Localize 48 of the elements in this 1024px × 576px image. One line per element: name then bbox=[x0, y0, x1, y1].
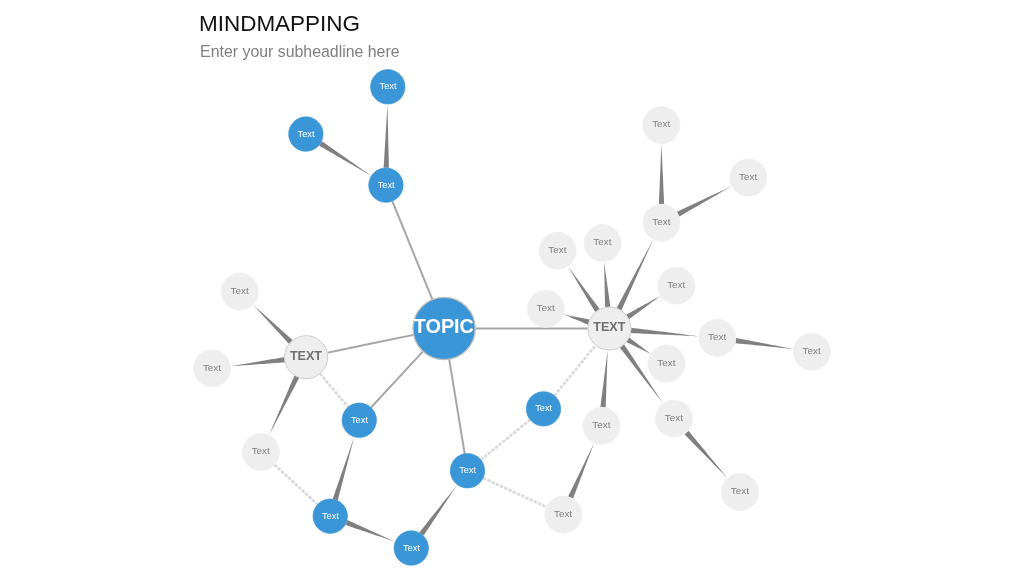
connector bbox=[480, 418, 531, 461]
node-circle: Text bbox=[449, 453, 486, 489]
node-circle: Text bbox=[527, 290, 565, 328]
connector bbox=[568, 266, 600, 312]
connector bbox=[391, 200, 434, 301]
connector bbox=[326, 333, 415, 354]
connector bbox=[735, 337, 794, 349]
node-circle: Text bbox=[312, 498, 348, 534]
diagram-title: MINDMAPPING bbox=[198, 11, 361, 37]
label: Enter your subheadline here bbox=[200, 42, 400, 60]
node-circle: Text bbox=[657, 266, 696, 305]
connector bbox=[448, 358, 466, 455]
connector bbox=[383, 104, 389, 168]
connector bbox=[553, 344, 597, 397]
connector bbox=[626, 337, 651, 354]
connector bbox=[370, 350, 424, 409]
node-circle: Text bbox=[698, 319, 737, 357]
node-circle: Text bbox=[368, 167, 404, 203]
node-circle: Text bbox=[393, 530, 429, 566]
connector bbox=[482, 476, 547, 508]
node-circle: Text bbox=[341, 402, 377, 438]
connector bbox=[273, 463, 319, 506]
node-circle: Text bbox=[544, 495, 583, 534]
node-circle: TEXT bbox=[587, 306, 632, 351]
node-circle: Text bbox=[242, 433, 280, 471]
node-circle: Text bbox=[288, 116, 324, 152]
connector bbox=[319, 372, 350, 408]
node-circle: Text bbox=[538, 231, 577, 270]
node-circle: Text bbox=[583, 224, 622, 262]
node-circle: Text bbox=[370, 69, 406, 105]
node-circle: Text bbox=[792, 332, 831, 371]
connector bbox=[600, 350, 608, 408]
node-circle: Text bbox=[525, 391, 562, 427]
node-circle: Text bbox=[647, 344, 686, 383]
node-circle: Text bbox=[582, 407, 621, 445]
node-circle: Text bbox=[729, 158, 768, 197]
connector bbox=[568, 442, 595, 499]
connector bbox=[626, 295, 661, 320]
node-circle: Text bbox=[193, 349, 232, 388]
node-circle: Text bbox=[655, 399, 693, 438]
node-circle: TEXT bbox=[284, 335, 329, 380]
connector bbox=[658, 144, 665, 205]
node-circle: TOPIC bbox=[412, 296, 476, 361]
connector bbox=[332, 436, 355, 501]
connector bbox=[563, 314, 590, 325]
node-circle: Text bbox=[721, 473, 759, 511]
node-circle: Text bbox=[220, 272, 259, 311]
node-circle: Text bbox=[642, 203, 681, 242]
